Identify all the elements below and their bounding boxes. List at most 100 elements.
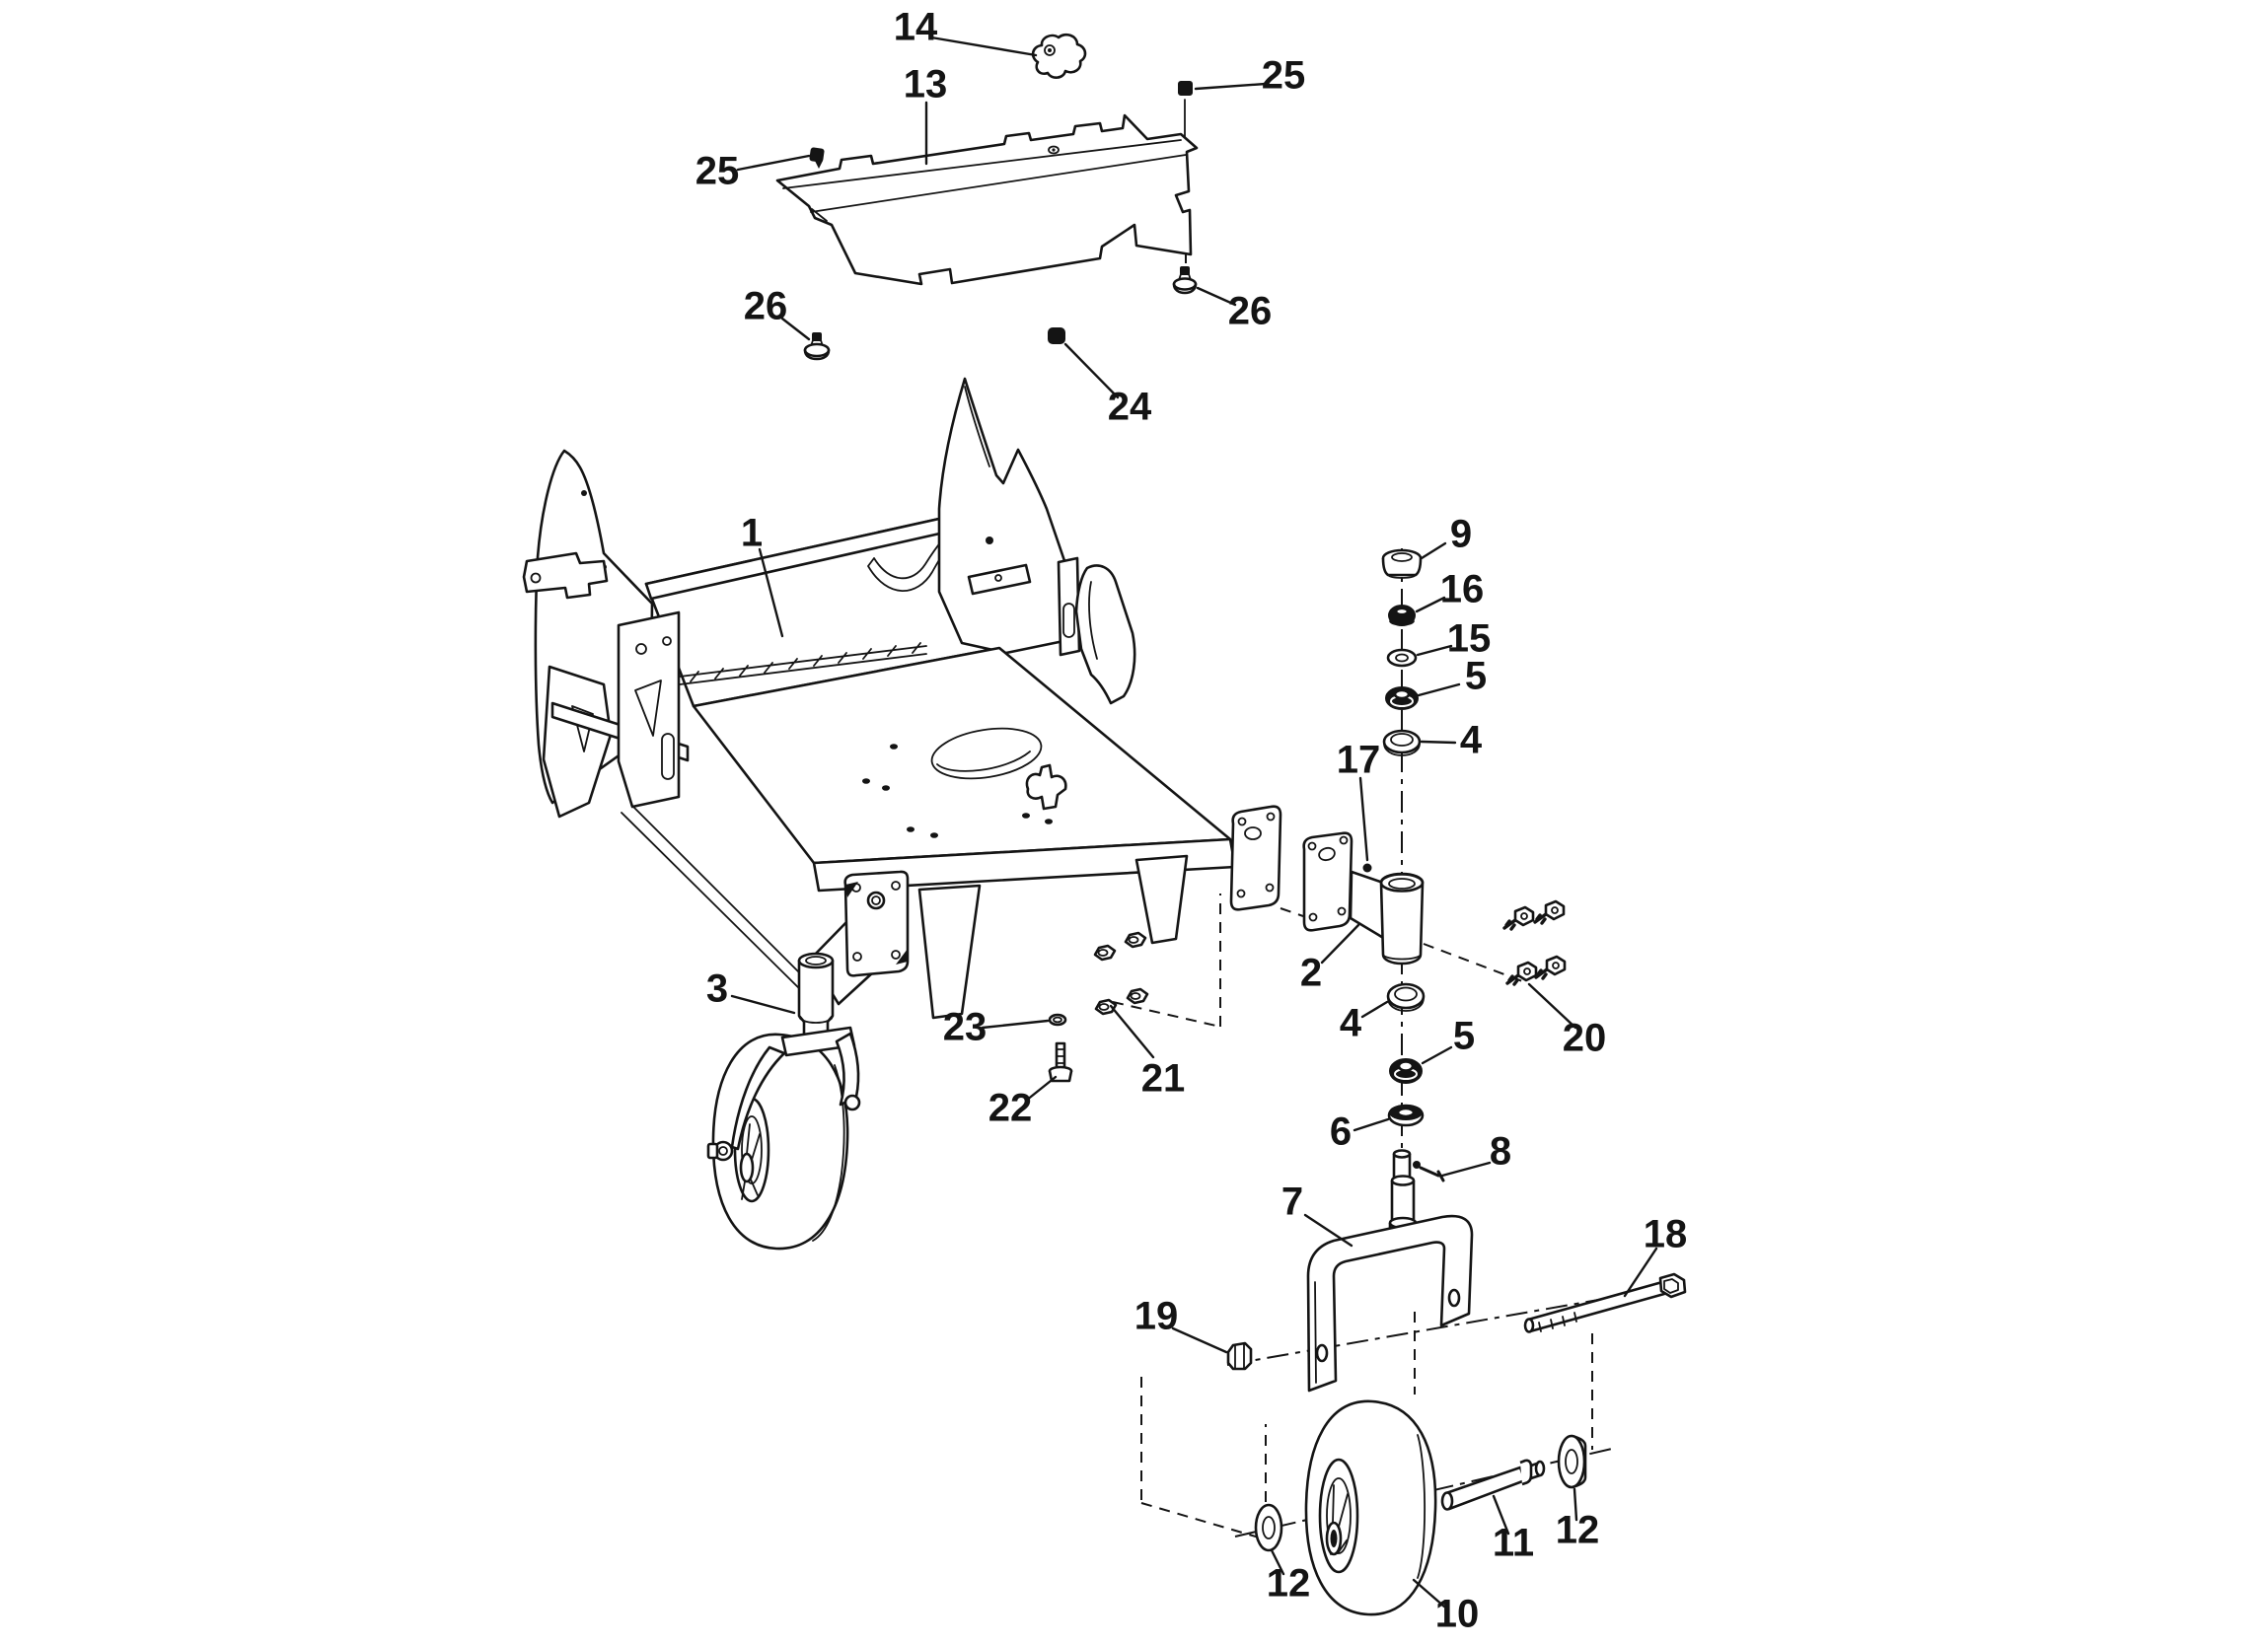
screw-part-25-right bbox=[1178, 81, 1193, 96]
callout-leader-12-27 bbox=[1270, 1548, 1285, 1576]
callout-leader-25-2 bbox=[1194, 82, 1268, 91]
locknut-part-16 bbox=[1388, 605, 1416, 626]
caster-support-bracket-part-2 bbox=[1302, 831, 1425, 966]
callout-leader-20-19 bbox=[1527, 982, 1577, 1030]
callout-label-26-4: 26 bbox=[744, 285, 788, 328]
seal-part-6 bbox=[1387, 1104, 1425, 1127]
axle-nut-part-19 bbox=[1226, 1341, 1253, 1371]
callout-leader-26-4 bbox=[780, 317, 811, 341]
callout-label-2-12: 2 bbox=[1300, 952, 1322, 995]
callout-leader-5-21 bbox=[1421, 1045, 1453, 1065]
callout-leader-4-20 bbox=[1360, 1000, 1389, 1019]
callout-label-12-27: 12 bbox=[1267, 1562, 1311, 1606]
cover-plate-part-13 bbox=[775, 113, 1199, 286]
callout-label-23-9: 23 bbox=[943, 1006, 988, 1049]
callout-leader-19-26 bbox=[1171, 1326, 1228, 1354]
left-caster-assembly-part-3 bbox=[706, 952, 861, 1251]
frame-rear-left-mount bbox=[617, 610, 681, 809]
callout-label-6-22: 6 bbox=[1330, 1110, 1352, 1154]
fastener-part-26-left bbox=[803, 332, 831, 361]
callout-leader-12-28 bbox=[1573, 1487, 1578, 1522]
bearing-part-5-upper bbox=[1385, 686, 1419, 710]
callout-leader-23-9 bbox=[981, 1019, 1050, 1030]
callout-leader-15-16 bbox=[1416, 644, 1453, 657]
callout-label-5-17: 5 bbox=[1465, 655, 1487, 698]
frame-gusset-fin-right bbox=[1134, 854, 1189, 945]
callout-leader-16-15 bbox=[1415, 596, 1446, 613]
fastener-part-26-right bbox=[1172, 266, 1198, 295]
bolt-part-22 bbox=[1048, 1041, 1073, 1083]
bushing-part-12-right bbox=[1557, 1434, 1587, 1489]
frame-arch-strap bbox=[867, 523, 966, 593]
frame-right-spike-plate bbox=[937, 377, 1075, 655]
washer-part-23 bbox=[1048, 1013, 1067, 1027]
bearing-race-part-4-lower bbox=[1386, 982, 1426, 1012]
frame-left-bracket bbox=[522, 551, 609, 600]
frame-hook-bracket bbox=[1074, 564, 1136, 705]
callout-label-20-19: 20 bbox=[1563, 1017, 1607, 1060]
callout-label-22-10: 22 bbox=[988, 1087, 1033, 1130]
callout-label-10-30: 10 bbox=[1435, 1593, 1480, 1636]
main-frame-part-1 bbox=[522, 377, 1282, 1020]
callout-leader-18-25 bbox=[1623, 1247, 1658, 1298]
callout-label-8-23: 8 bbox=[1490, 1130, 1511, 1174]
callout-label-7-24: 7 bbox=[1281, 1181, 1303, 1224]
callout-label-11-29: 11 bbox=[1493, 1522, 1534, 1565]
callout-leader-17-13 bbox=[1358, 776, 1369, 862]
callout-label-1-7: 1 bbox=[741, 512, 763, 555]
callout-leader-2-12 bbox=[1320, 923, 1360, 965]
nut-set-part-21 bbox=[1093, 931, 1149, 1016]
callout-label-21-11: 21 bbox=[1141, 1057, 1186, 1101]
grease-zerk-part-8 bbox=[1413, 1161, 1445, 1182]
retainer-clip-part-14 bbox=[1031, 33, 1087, 79]
callout-leader-7-24 bbox=[1303, 1213, 1353, 1248]
callout-leader-21-11 bbox=[1109, 1004, 1155, 1059]
caster-wheel-part-10 bbox=[1304, 1399, 1437, 1616]
callout-leader-26-5 bbox=[1196, 286, 1237, 307]
callout-leader-22-10 bbox=[1024, 1075, 1058, 1103]
wheel-axis-line bbox=[1234, 1447, 1617, 1538]
callout-label-12-28: 12 bbox=[1556, 1509, 1600, 1552]
frame-gusset-fin-left bbox=[917, 884, 982, 1020]
callout-leader-9-14 bbox=[1420, 541, 1447, 560]
callout-label-17-13: 17 bbox=[1337, 739, 1381, 782]
callout-label-16-15: 16 bbox=[1440, 568, 1485, 611]
bearing-part-5-lower bbox=[1389, 1058, 1423, 1084]
bolt-part-24 bbox=[1048, 327, 1065, 344]
callout-leader-4-18 bbox=[1420, 740, 1457, 745]
callout-label-5-21: 5 bbox=[1453, 1015, 1475, 1058]
caster-fork-part-7 bbox=[1306, 1149, 1474, 1393]
bolt-set-part-20 bbox=[1502, 899, 1567, 986]
grease-plug-part-17 bbox=[1362, 863, 1372, 873]
callout-label-9-14: 9 bbox=[1450, 513, 1472, 556]
callout-label-26-5: 26 bbox=[1228, 290, 1273, 333]
callout-label-4-18: 4 bbox=[1460, 719, 1483, 762]
callout-label-15-16: 15 bbox=[1447, 617, 1492, 661]
axle-bolt-part-18 bbox=[1523, 1272, 1687, 1333]
callout-label-19-26: 19 bbox=[1134, 1295, 1179, 1338]
callout-leader-24-6 bbox=[1063, 342, 1120, 399]
axle-spacer-part-11 bbox=[1440, 1459, 1546, 1511]
bearing-race-part-4-upper bbox=[1382, 729, 1422, 756]
callout-label-25-3: 25 bbox=[695, 150, 740, 193]
callout-leader-6-22 bbox=[1353, 1117, 1390, 1132]
callout-leader-5-17 bbox=[1417, 682, 1461, 697]
callout-label-3-8: 3 bbox=[706, 967, 728, 1011]
bushing-part-12-left bbox=[1254, 1503, 1283, 1552]
callout-leader-25-3 bbox=[736, 154, 811, 172]
callout-leader-11-29 bbox=[1492, 1494, 1510, 1536]
caster-cap-part-9 bbox=[1381, 548, 1423, 579]
callout-label-13-1: 13 bbox=[904, 63, 948, 107]
screw-part-25-left bbox=[809, 147, 825, 169]
callout-leader-10-30 bbox=[1412, 1578, 1446, 1609]
callout-leader-14-0 bbox=[929, 36, 1038, 57]
callout-label-14-0: 14 bbox=[894, 6, 938, 49]
callout-label-4-20: 4 bbox=[1340, 1002, 1362, 1045]
callout-label-18-25: 18 bbox=[1644, 1213, 1688, 1256]
washer-part-15 bbox=[1386, 648, 1418, 668]
callout-leader-3-8 bbox=[730, 994, 796, 1015]
callout-label-25-2: 25 bbox=[1262, 54, 1306, 98]
